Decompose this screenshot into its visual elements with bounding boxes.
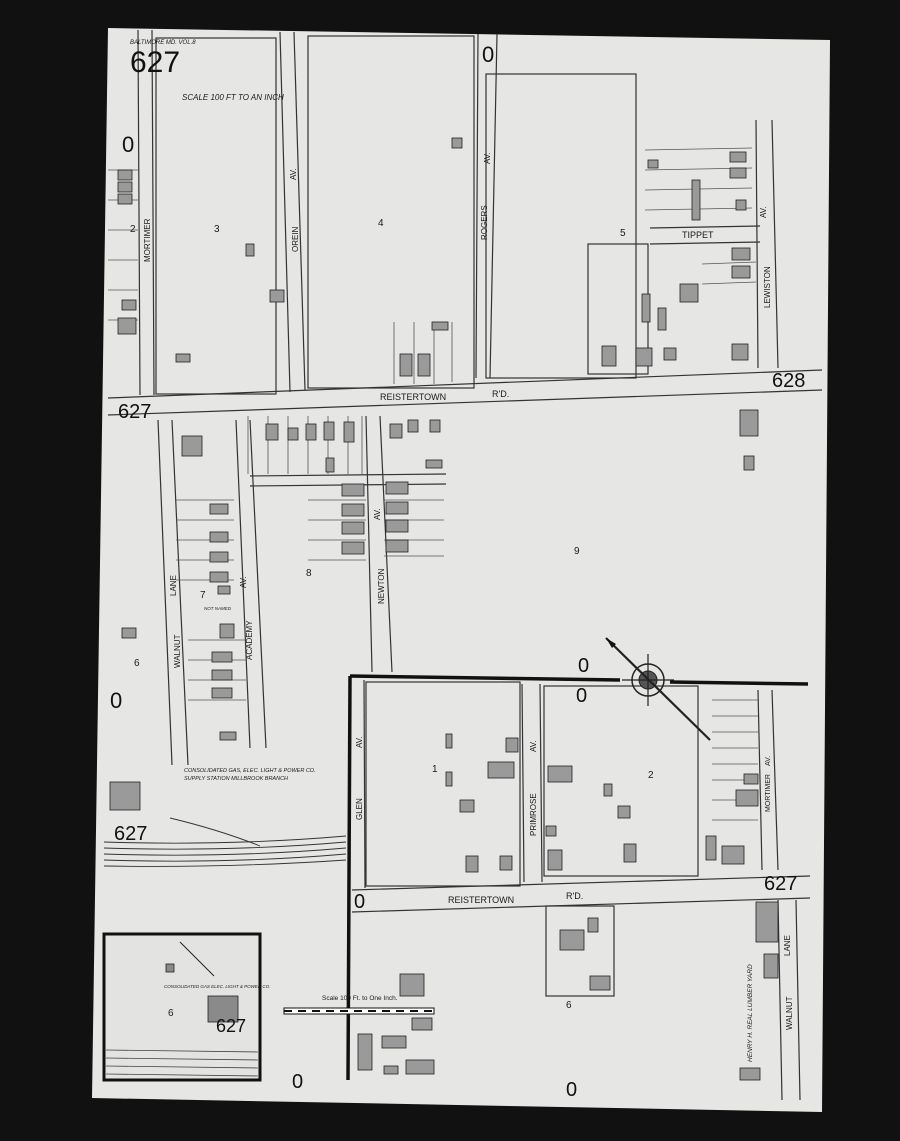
adjacent-sheet-left-lower: 627 (114, 823, 147, 845)
street-walnut: WALNUT (173, 634, 182, 668)
street-primrose: PRIMROSE (529, 793, 538, 836)
street-rd-upper: R'D. (492, 389, 509, 399)
street-tippet: TIPPET (682, 230, 714, 240)
street-rogers-av: AV. (483, 152, 492, 164)
note-not-named: NOT NAMED (204, 606, 232, 611)
sheet-zero-marker: 0 (566, 1079, 577, 1101)
sheet-zero-marker: 0 (482, 42, 494, 67)
street-lewiston: LEWISTON (763, 266, 772, 308)
block-number: 4 (378, 218, 384, 229)
sheet-zero-marker: 0 (110, 688, 122, 713)
note-consolidated-gas: CONSOLIDATED GAS, ELEC. LIGHT & POWER CO… (184, 768, 316, 774)
street-mortimer-right: MORTIMER (765, 774, 772, 812)
note-supply-station: SUPPLY STATION MILLBROOK BRANCH (184, 776, 288, 782)
street-rogers: ROGERS (480, 205, 489, 240)
map-labels: BALTIMORE MD. VOL.8 627 SCALE 100 FT TO … (110, 40, 805, 1101)
street-newton-av: AV. (373, 508, 382, 520)
sheet-zero-marker: 0 (354, 891, 365, 913)
block-number: 1 (432, 764, 438, 775)
block-number: 2 (648, 770, 654, 781)
railroad-tracks (103, 817, 347, 867)
sheet-volume-note: BALTIMORE MD. VOL.8 (130, 40, 196, 46)
street-mortimer-right-av: AV. (765, 756, 772, 766)
sheet-zero-marker: 0 (292, 1071, 303, 1093)
block-number: 7 (200, 590, 206, 601)
note-lumber-yard: HENRY H. REAL LUMBER YARD (747, 964, 754, 1062)
block-number: 6 (134, 658, 140, 669)
block-number: 8 (306, 568, 312, 579)
street-rd-lower: R'D. (566, 891, 583, 901)
adjacent-sheet-inset: 627 (216, 1016, 246, 1036)
street-glen: GLEN (355, 798, 364, 820)
adjacent-sheet-left-upper: 627 (118, 401, 151, 423)
street-orein: OREIN (291, 226, 300, 252)
street-reistertown-upper: REISTERTOWN (380, 392, 446, 402)
sheet-zero-marker: 0 (578, 655, 589, 677)
street-academy: ACADEMY (245, 620, 254, 660)
street-lane: LANE (169, 575, 178, 596)
inset-map (102, 932, 262, 1082)
buildings (109, 137, 779, 1081)
street-primrose-av: AV. (529, 740, 538, 752)
street-glen-av: AV. (355, 736, 364, 748)
sheet-zero-marker: 0 (576, 685, 587, 707)
scale-bar (283, 1007, 435, 1015)
compass-rose-icon (605, 637, 711, 741)
adjacent-sheet-right-lower: 627 (764, 873, 797, 895)
street-lane-lower: LANE (783, 935, 792, 956)
sheet-scale-note: SCALE 100 FT TO AN INCH (182, 93, 284, 102)
street-walnut-lower: WALNUT (785, 996, 794, 1030)
street-reistertown-lower: REISTERTOWN (448, 895, 514, 905)
sheet-zero-marker: 0 (122, 132, 134, 157)
block-number: 6 (168, 1008, 174, 1019)
block-number: 5 (620, 228, 626, 239)
sheet-page-number: 627 (130, 46, 180, 79)
block-number: 9 (574, 546, 580, 557)
note-inset-label: CONSOLIDATED GAS ELEC. LIGHT & POWER CO. (164, 984, 270, 989)
street-lewiston-av: AV. (759, 206, 768, 218)
street-academy-av: AV. (239, 576, 248, 588)
street-mortimer: MORTIMER (143, 218, 152, 262)
block-number: 2 (130, 224, 136, 235)
adjacent-sheet-right-upper: 628 (772, 370, 805, 392)
street-newton: NEWTON (377, 568, 386, 604)
scale-bar-label: Scale 100 Ft. to One Inch. (322, 995, 398, 1002)
block-number: 6 (566, 1000, 572, 1011)
street-orein-av: AV. (289, 168, 298, 180)
block-number: 3 (214, 224, 220, 235)
